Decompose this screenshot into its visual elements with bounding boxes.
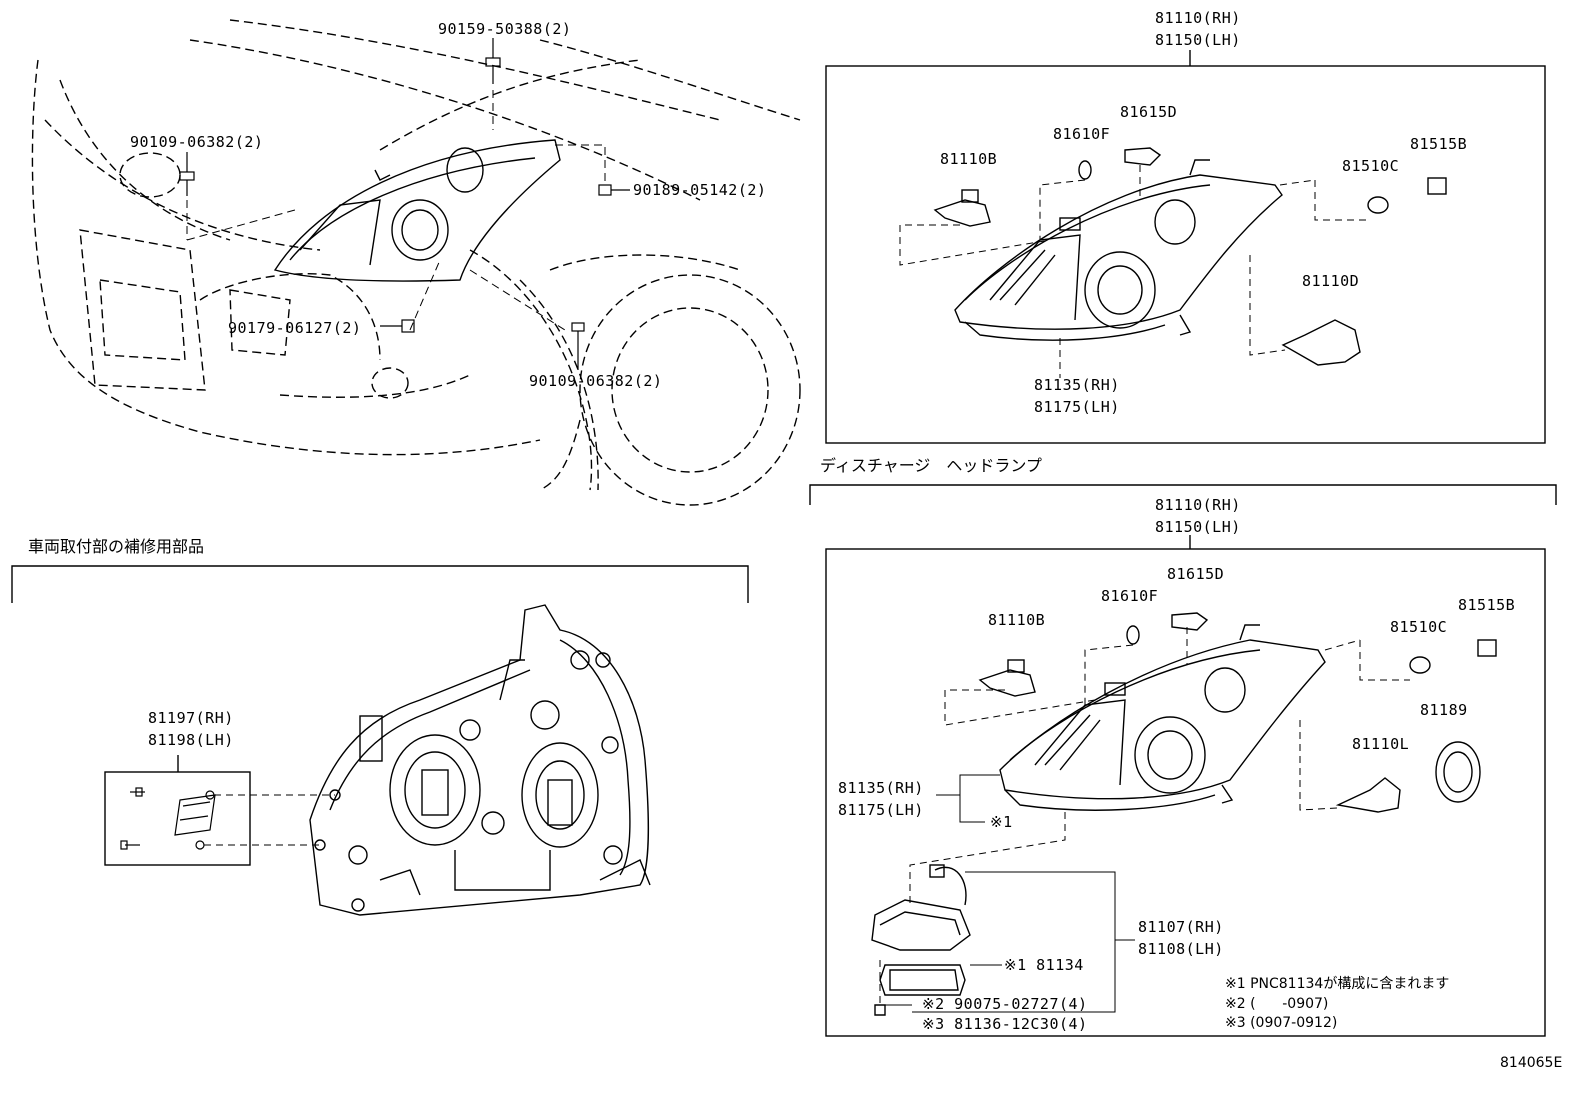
label-std-housing-rh: 81135(RH) — [1034, 376, 1120, 394]
standard-headlamp-frame — [825, 65, 1546, 444]
overview-headlamp — [273, 139, 561, 282]
discharge-headlamp-frame — [825, 548, 1546, 1037]
label-std-housing-lh: 81175(LH) — [1034, 398, 1120, 416]
discharge-bulbs — [978, 612, 1497, 813]
label-clip-lower: 90179-06127(2) — [228, 319, 362, 337]
label-std-bulb-b: 81110B — [940, 150, 998, 168]
label-dis-bulb-c: 81510C — [1390, 618, 1448, 636]
footnote-1: ※1 PNC81134が構成に含まれます — [1225, 976, 1450, 992]
overview-fasteners — [179, 38, 630, 370]
label-dis-socket-b: 81515B — [1458, 596, 1516, 614]
repair-bracket-parts — [120, 787, 216, 850]
car-front-outline — [31, 19, 801, 506]
repair-parts-title: 車両取付部の補修用部品 — [28, 537, 205, 556]
label-repair-bracket-lh: 81198(LH) — [148, 731, 234, 749]
label-dis-socket-d: 81615D — [1167, 565, 1225, 583]
label-clip-right: 90189-05142(2) — [633, 181, 767, 199]
discharge-callout-lines — [885, 774, 1135, 1013]
label-std-bulb-c: 81510C — [1342, 157, 1400, 175]
discharge-leader-lines — [879, 627, 1410, 1005]
discharge-title: ディスチャージ ヘッドランプ — [820, 456, 1042, 475]
headlamp-rear-view — [309, 604, 651, 916]
ballast-unit — [871, 864, 971, 1016]
label-dis-gasket: ※1 81134 — [1004, 956, 1084, 974]
label-std-bulb-d: 81110D — [1302, 272, 1360, 290]
standard-headlamp-body — [954, 159, 1283, 341]
overview-leader-lines — [186, 90, 606, 331]
label-screw-left: 90109-06382(2) — [130, 133, 264, 151]
footnote-3: ※3 (0907-0912) — [1225, 1015, 1338, 1031]
standard-bulbs — [933, 147, 1447, 366]
figure-id: 814065E — [1500, 1055, 1563, 1071]
standard-leader-lines — [899, 165, 1370, 378]
label-std-socket-d: 81615D — [1120, 103, 1178, 121]
discharge-bracket — [809, 484, 1557, 505]
discharge-headlamp-body — [999, 624, 1326, 811]
label-dis-bulb-b: 81110B — [988, 611, 1046, 629]
label-std-socket-b: 81515B — [1410, 135, 1468, 153]
label-std-bulb-f: 81610F — [1053, 125, 1111, 143]
label-std-assy-rh: 81110(RH) — [1155, 9, 1241, 27]
label-dis-screw: ※2 90075-02727(4) — [922, 995, 1088, 1013]
label-bolt-top: 90159-50388(2) — [438, 20, 572, 38]
label-screw-lower: 90109-06382(2) — [529, 372, 663, 390]
label-repair-bracket-rh: 81197(RH) — [148, 709, 234, 727]
label-dis-housing-rh: 81135(RH) — [838, 779, 924, 797]
label-dis-assy-rh: 81110(RH) — [1155, 496, 1241, 514]
label-dis-screw-alt: ※3 81136-12C30(4) — [922, 1015, 1088, 1033]
repair-parts-bracket — [11, 565, 749, 603]
label-dis-housing-lh: 81175(LH) — [838, 801, 924, 819]
label-dis-housing-note: ※1 — [990, 813, 1013, 831]
label-dis-ballast-lh: 81108(LH) — [1138, 940, 1224, 958]
label-dis-ballast-rh: 81107(RH) — [1138, 918, 1224, 936]
label-dis-bulb-f: 81610F — [1101, 587, 1159, 605]
label-dis-cap: 81189 — [1420, 701, 1468, 719]
label-std-assy-lh: 81150(LH) — [1155, 31, 1241, 49]
label-dis-bulb-l: 81110L — [1352, 735, 1410, 753]
repair-leader-lines — [204, 794, 335, 846]
label-dis-assy-lh: 81150(LH) — [1155, 518, 1241, 536]
footnote-2: ※2 ( -0907) — [1225, 996, 1329, 1012]
